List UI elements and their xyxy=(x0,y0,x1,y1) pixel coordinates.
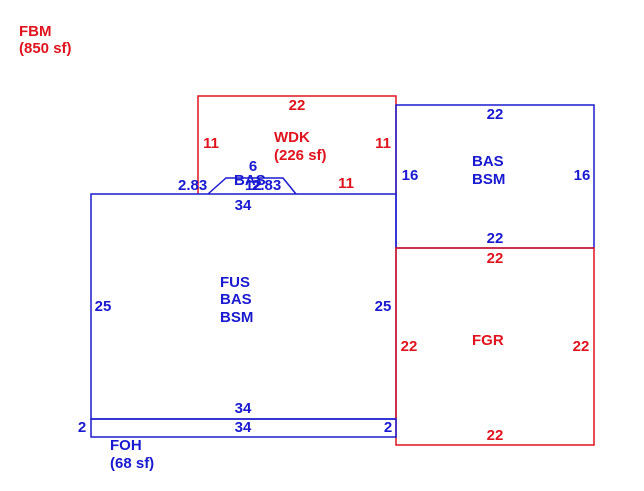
fgr-right-dim: 22 xyxy=(573,338,590,355)
main-code-1: FUS xyxy=(220,274,250,291)
foh-outline xyxy=(90,418,397,438)
fgr-code: FGR xyxy=(472,332,504,349)
main-bottom-dim: 34 xyxy=(235,400,252,417)
wdk-area: (226 sf) xyxy=(274,147,327,164)
bas-bsm-top-dim: 22 xyxy=(487,106,504,123)
fgr-top-dim: 22 xyxy=(487,250,504,267)
fgr-left-dim: 22 xyxy=(401,338,418,355)
foh-left-dim: 2 xyxy=(78,419,86,436)
wdk-code: WDK xyxy=(274,129,310,146)
wdk-bottom-dim: 11 xyxy=(338,175,354,192)
bas-bsm-left-dim: 16 xyxy=(402,167,419,184)
wdk-right-dim: 11 xyxy=(375,135,391,152)
foh-top-dim: 34 xyxy=(235,419,252,436)
main-left-dim: 25 xyxy=(95,298,112,315)
bay-left-dim: 2.83 xyxy=(178,177,207,194)
bas-bsm-code-1: BAS xyxy=(472,153,504,170)
bas-bsm-right-dim: 16 xyxy=(574,167,591,184)
main-code-2: BAS xyxy=(220,291,252,308)
fbm-code: FBM xyxy=(19,23,52,40)
wdk-left-dim: 11 xyxy=(203,135,219,152)
foh-code: FOH xyxy=(110,437,142,454)
bas-bsm-bottom-dim: 22 xyxy=(487,230,504,247)
main-top-dim: 34 xyxy=(235,197,252,214)
bay-right-dim: 2.83 xyxy=(252,177,281,194)
wdk-top-dim: 22 xyxy=(289,97,306,114)
bay-top-dim: 6 xyxy=(249,158,257,175)
foh-area: (68 sf) xyxy=(110,455,154,472)
main-code-3: BSM xyxy=(220,309,253,326)
bay-outline xyxy=(207,177,297,195)
bas-bsm-code-2: BSM xyxy=(472,171,505,188)
main-right-dim: 25 xyxy=(375,298,392,315)
foh-right-dim: 2 xyxy=(384,419,392,436)
fbm-area: (850 sf) xyxy=(19,40,72,57)
fgr-outline xyxy=(395,247,595,446)
bay-mid-dim: 12 xyxy=(245,177,262,194)
bay-code: BAS xyxy=(234,172,266,189)
fgr-bottom-dim: 22 xyxy=(487,427,504,444)
